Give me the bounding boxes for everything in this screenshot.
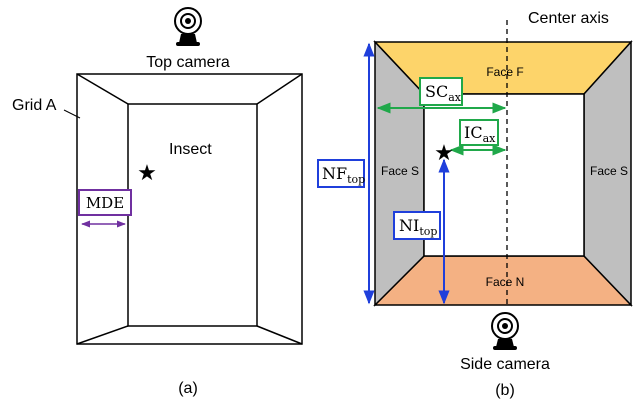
sc-box [419,77,463,106]
face-n-label: Face N [486,275,525,289]
face-s-right-label: Face S [590,164,628,178]
side-camera-label: Side camera [460,356,550,373]
face-s-left-label: Face S [381,164,419,178]
top-camera-label: Top camera [146,54,230,71]
grid-a-label: Grid A [12,97,57,114]
ic-box [459,119,499,146]
nf-box [317,159,365,188]
star-icon: ★ [137,160,157,185]
mde-box [78,189,132,216]
nf-label: NFtop [322,164,365,186]
face-f-label: Face F [486,65,523,79]
camera-icon [174,7,202,46]
insect-label: Insect [169,141,212,158]
panel-a: Top camera Grid A ★ Insect MDE (a) [12,7,303,397]
ic-label: ICax [464,123,496,145]
caption-b: (b) [495,382,515,399]
caption-a: (a) [178,380,198,397]
ni-box [393,211,441,240]
panel-b: Face F Face N Face S Face S Center axis … [317,10,633,399]
center-axis-label: Center axis [528,10,609,27]
camera-icon [491,312,519,350]
grid-a-inner [127,103,258,327]
grid-a-leader [63,109,81,119]
inner-square [423,93,585,257]
mde-label: MDE [86,194,124,212]
sc-label: SCax [425,82,462,104]
ni-label: NItop [399,216,437,238]
